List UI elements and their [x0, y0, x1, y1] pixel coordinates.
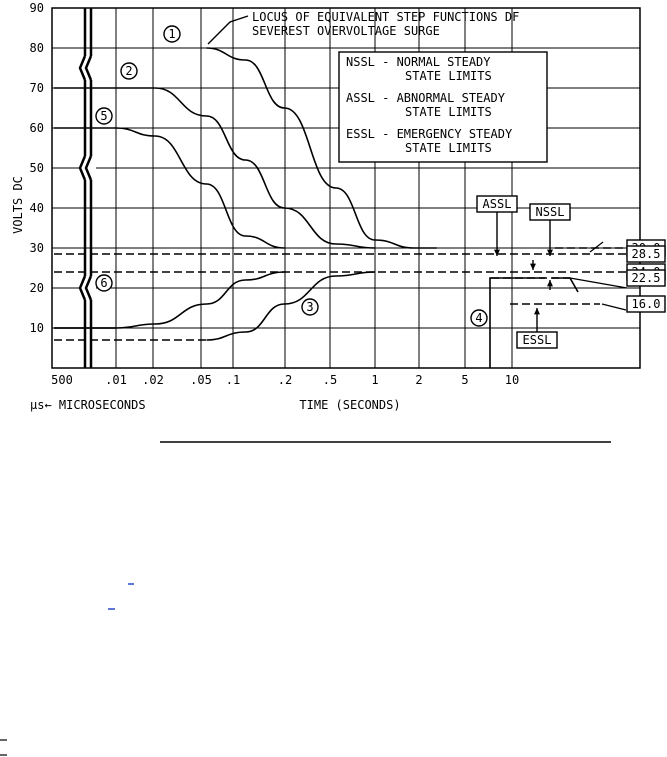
x-tick-label: 500 [51, 373, 73, 387]
legend-line: STATE LIMITS [405, 69, 492, 83]
curve-number-circle [120, 62, 138, 80]
y-tick-label: 30 [30, 241, 44, 255]
tag-label: ESSL [523, 333, 552, 347]
locus-annotation: LOCUS OF EQUIVALENT STEP FUNCTIONS DF [252, 10, 519, 24]
curves [53, 47, 437, 341]
value-box [626, 245, 666, 263]
series-5-line [53, 127, 285, 249]
assl-down-arrow-head [530, 263, 536, 270]
value-box [626, 269, 666, 287]
tag-label: ASSL [483, 197, 512, 211]
curve-number-label: 1 [168, 27, 175, 41]
break-zigzag [78, 275, 87, 301]
tag-label: NSSL [536, 205, 565, 219]
curve-number-label: 5 [100, 109, 107, 123]
y-tick-label: 10 [30, 321, 44, 335]
break-mask [80, 56, 96, 80]
level-leader [601, 303, 627, 311]
curve-number-label: 6 [100, 276, 107, 290]
value-box [626, 295, 666, 313]
x-axis-label: TIME (SECONDS) [299, 398, 400, 412]
legend-box [338, 51, 548, 163]
y-tick-label: 20 [30, 281, 44, 295]
series-1-line [206, 47, 437, 249]
x-tick-label: .05 [190, 373, 212, 387]
nssl-arrow-head [547, 249, 553, 256]
x-tick-label: 2 [415, 373, 422, 387]
series-2-line [53, 87, 376, 249]
legend-line: NSSL - NORMAL STEADY [346, 55, 491, 69]
break-zigzag [78, 55, 87, 81]
labels: 10 20 30 40 50 60 70 80 90 500 .01 .02 .05 .1 .2 .5 1 2 5 1… [11, 1, 519, 412]
curve-number-label: 4 [475, 311, 482, 325]
x-tick-label: .02 [142, 373, 164, 387]
y-tick-label: 90 [30, 1, 44, 15]
x-tick-label: 10 [505, 373, 519, 387]
break-zigzag [78, 155, 87, 181]
level-leader [589, 241, 604, 253]
y-axis-label: VOLTS DC [11, 176, 25, 234]
y-tick-label: 40 [30, 201, 44, 215]
break-zigzag [84, 155, 93, 181]
series-4-step [552, 277, 579, 293]
value-box-label: 28.5 [632, 247, 661, 261]
locus-leader [207, 15, 249, 45]
curve-number-circle [95, 274, 113, 292]
series-3-line [206, 271, 376, 341]
x-tick-label: .1 [226, 373, 240, 387]
y-tick-label: 70 [30, 81, 44, 95]
legend-line: STATE LIMITS [405, 105, 492, 119]
y-tick-label: 50 [30, 161, 44, 175]
x-tick-label: 5 [461, 373, 468, 387]
legend-line: ESSL - EMERGENCY STEADY [346, 127, 513, 141]
x-unit-note: µs← MICROSECONDS [30, 398, 146, 412]
value-box-label: 16.0 [632, 297, 661, 311]
curve-number-label: 3 [306, 300, 313, 314]
break-zigzag [84, 55, 93, 81]
x-tick-label: .01 [105, 373, 127, 387]
x-tick-label: .5 [323, 373, 337, 387]
level-leader [569, 277, 628, 289]
curve-number-circle [163, 25, 181, 43]
nssl-up-arrow-head [547, 280, 553, 287]
y-tick-label: 80 [30, 41, 44, 55]
curve-number-circle [470, 309, 488, 327]
plot-frame [51, 7, 641, 369]
essl-arrow-head [534, 308, 540, 315]
locus-annotation: SEVEREST OVERVOLTAGE SURGE [252, 24, 440, 38]
break-zigzag [84, 275, 93, 301]
x-tick-label: 1 [371, 373, 378, 387]
break-mask [80, 156, 96, 180]
y-tick-label: 60 [30, 121, 44, 135]
assl-arrow-head [494, 249, 500, 256]
curve-number-label: 2 [125, 64, 132, 78]
curve-number-circle [301, 298, 319, 316]
legend-line: STATE LIMITS [405, 141, 492, 155]
legend-line: ASSL - ABNORMAL STEADY [346, 91, 506, 105]
x-tick-label: .2 [278, 373, 292, 387]
value-box-label: 22.5 [632, 271, 661, 285]
curve-number-circle [95, 107, 113, 125]
break-mask [80, 276, 96, 300]
series-4-step [489, 277, 545, 368]
